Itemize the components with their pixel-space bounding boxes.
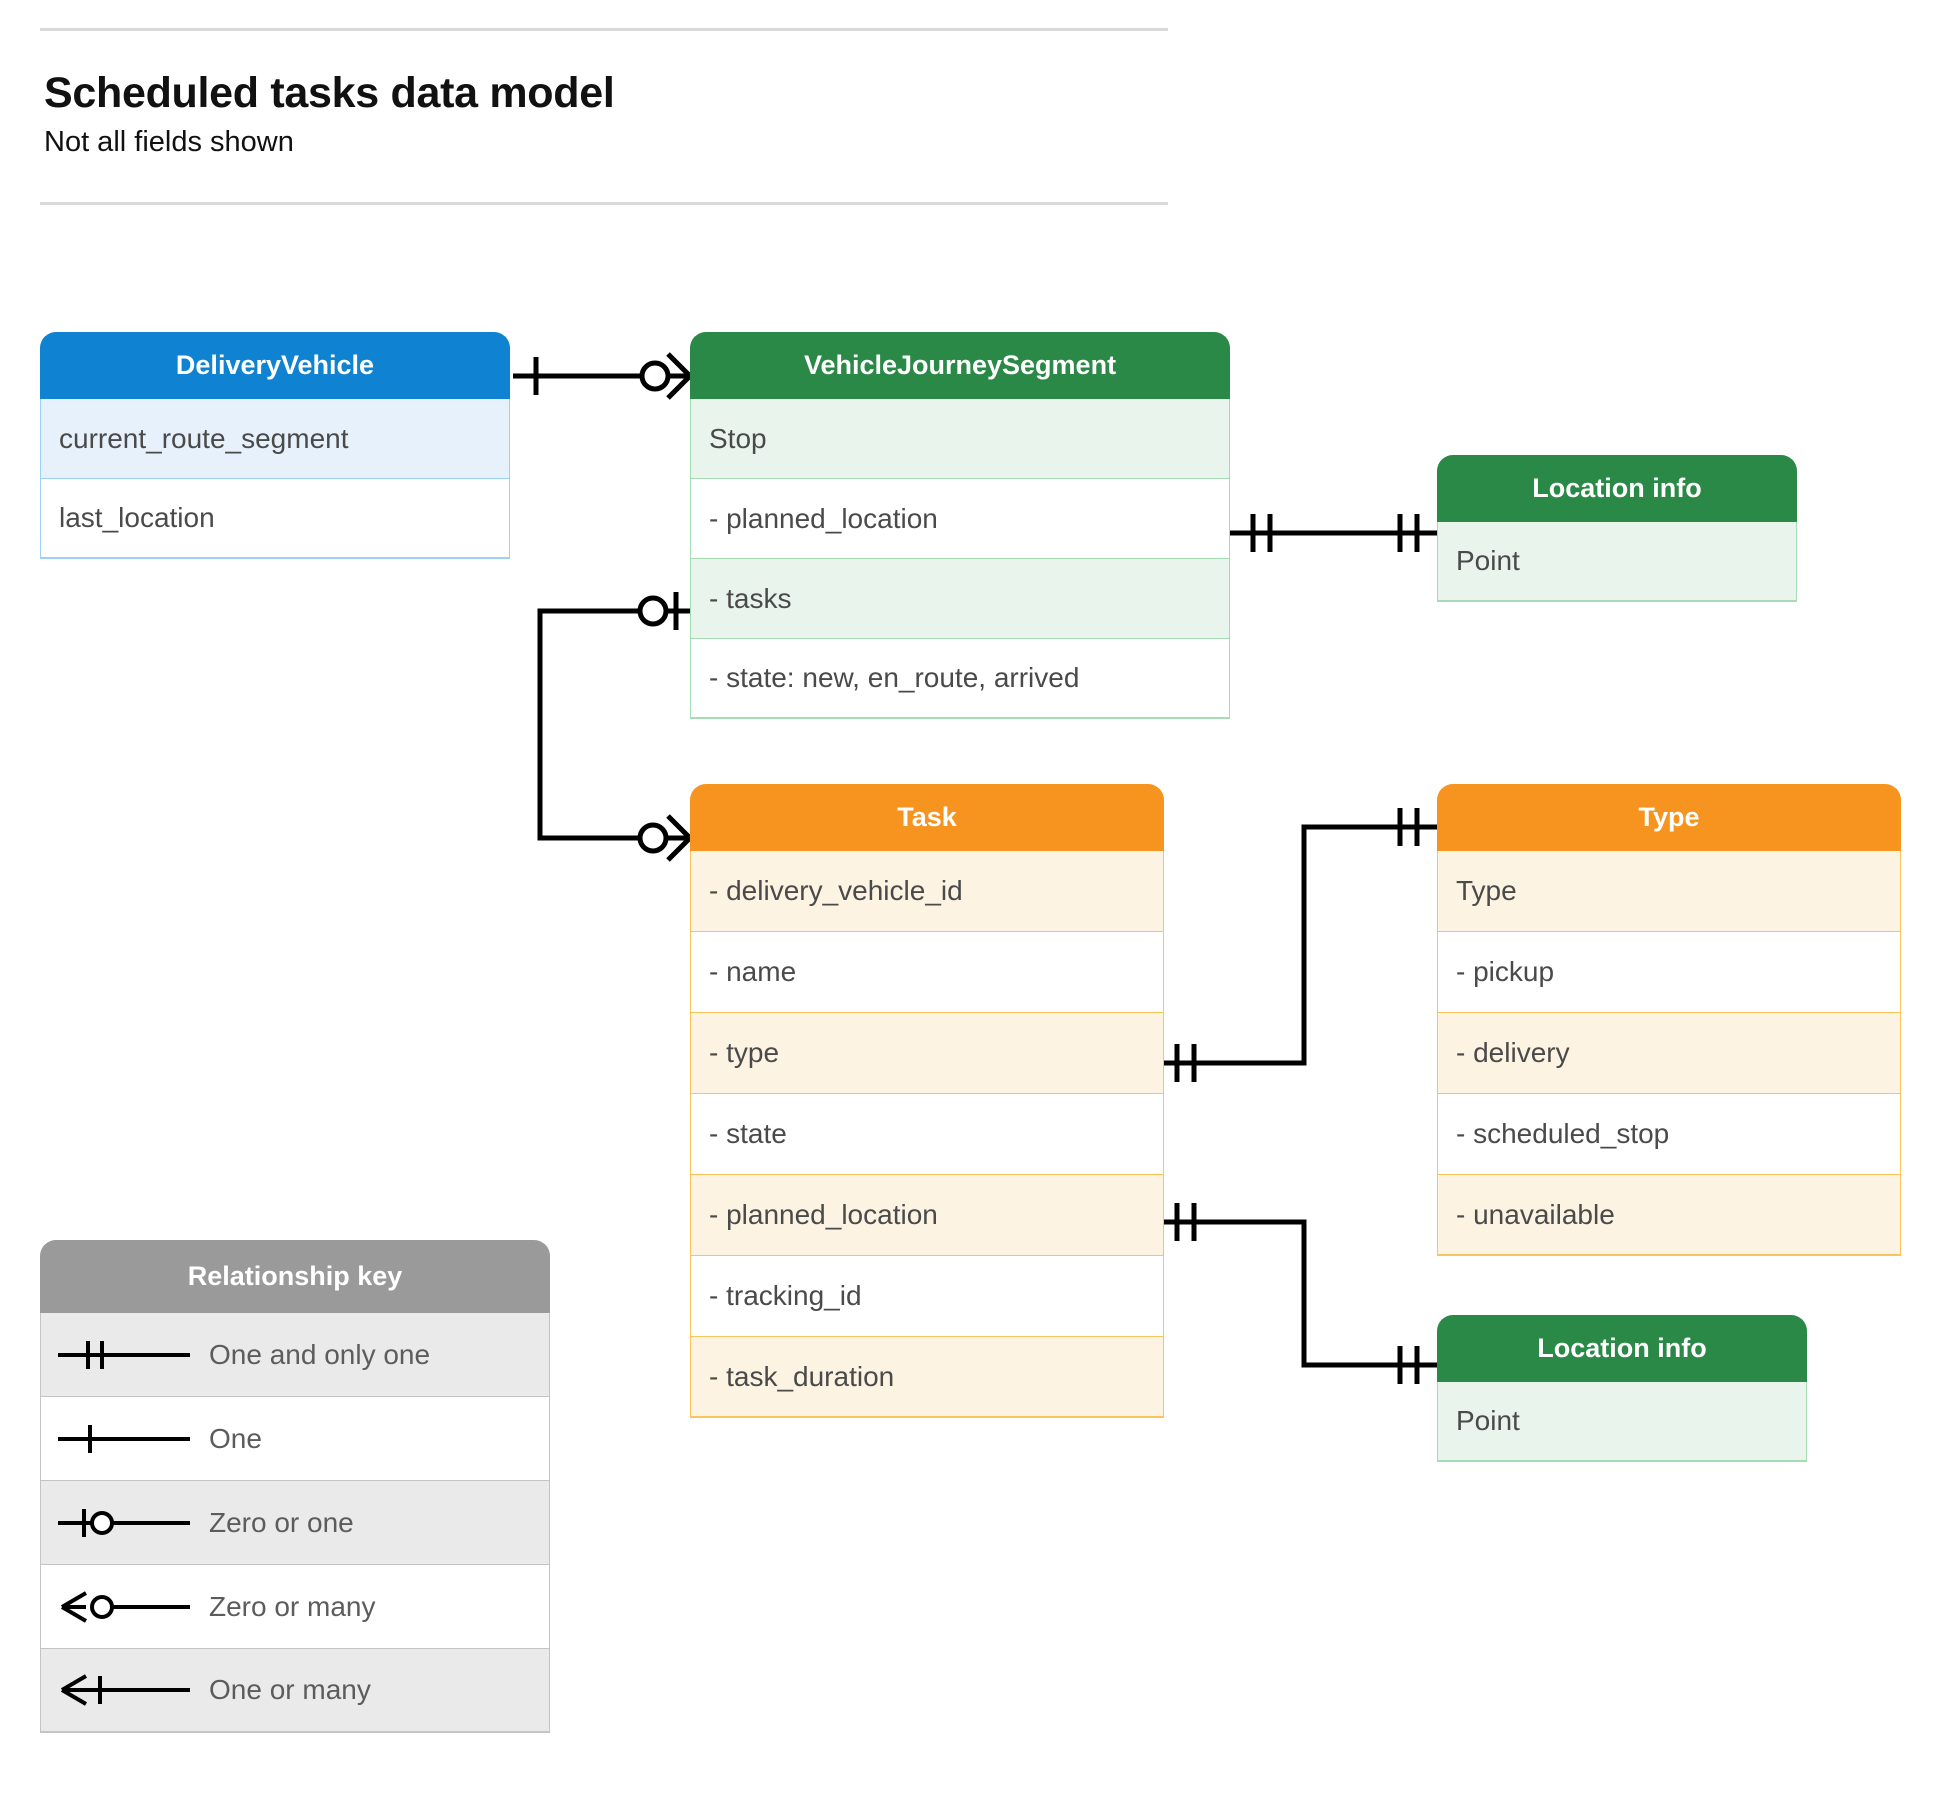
entity-row-vjs-state: - state: new, en_route, arrived xyxy=(690,639,1230,719)
header-spacer xyxy=(40,160,1168,202)
entity-row-task-planned-location: - planned_location xyxy=(690,1175,1164,1256)
entity-row-location-info-top-point: Point xyxy=(1437,522,1797,602)
one-or-many-icon xyxy=(41,1670,209,1710)
entity-row-vjs-tasks: - tasks xyxy=(690,559,1230,639)
page-subtitle: Not all fields shown xyxy=(44,126,294,159)
entity-title-type: Type xyxy=(1437,784,1901,851)
legend-label-one-and-only-one: One and only one xyxy=(209,1338,431,1370)
legend-item-zero-or-one: Zero or one xyxy=(40,1481,550,1565)
header-bottom-rule xyxy=(40,201,1168,205)
relationship-deliveryvehicle-to-vehiclejourneysegment xyxy=(513,352,692,400)
entity-row-type-unavailable: - unavailable xyxy=(1437,1175,1901,1256)
relationship-key-legend[interactable]: Relationship key One and only one One xyxy=(40,1240,550,1733)
legend-label-zero-or-many: Zero or many xyxy=(209,1590,376,1622)
entity-row-task-task-duration: - task_duration xyxy=(690,1337,1164,1418)
entity-row-current-route-segment: current_route_segment xyxy=(40,399,510,479)
relationship-vjs-plannedlocation-to-locationinfo xyxy=(1230,514,1437,552)
entity-title-delivery-vehicle: DeliveryVehicle xyxy=(40,332,510,399)
entity-title-location-info-bottom: Location info xyxy=(1437,1315,1807,1382)
zero-or-one-icon xyxy=(41,1503,209,1543)
entity-row-type-scheduled-stop: - scheduled_stop xyxy=(1437,1094,1901,1175)
entity-row-location-info-bottom-point: Point xyxy=(1437,1382,1807,1462)
entity-task[interactable]: Task - delivery_vehicle_id - name - type… xyxy=(690,784,1164,1418)
entity-title-task: Task xyxy=(690,784,1164,851)
entity-row-type-delivery: - delivery xyxy=(1437,1013,1901,1094)
legend-item-zero-or-many: Zero or many xyxy=(40,1565,550,1649)
legend-label-one: One xyxy=(209,1422,262,1454)
relationship-vjs-tasks-to-task xyxy=(537,592,692,862)
legend-item-one: One xyxy=(40,1397,550,1481)
legend-label-one-or-many: One or many xyxy=(209,1674,371,1705)
entity-row-task-state: - state xyxy=(690,1094,1164,1175)
entity-location-info-bottom[interactable]: Location info Point xyxy=(1437,1315,1807,1462)
zero-or-many-icon xyxy=(41,1587,209,1627)
entity-title-location-info-top: Location info xyxy=(1437,455,1797,522)
entity-row-vjs-planned-location: - planned_location xyxy=(690,479,1230,559)
entity-row-task-name: - name xyxy=(690,932,1164,1013)
entity-delivery-vehicle[interactable]: DeliveryVehicle current_route_segment la… xyxy=(40,332,510,559)
relationship-task-type-to-type xyxy=(1163,808,1437,1082)
entity-vehicle-journey-segment[interactable]: VehicleJourneySegment Stop - planned_loc… xyxy=(690,332,1230,719)
entity-location-info-top[interactable]: Location info Point xyxy=(1437,455,1797,602)
entity-title-vehicle-journey-segment: VehicleJourneySegment xyxy=(690,332,1230,399)
entity-type[interactable]: Type Type - pickup - delivery - schedule… xyxy=(1437,784,1901,1256)
legend-title: Relationship key xyxy=(40,1240,550,1313)
entity-row-task-delivery-vehicle-id: - delivery_vehicle_id xyxy=(690,851,1164,932)
page-title: Scheduled tasks data model xyxy=(44,69,615,117)
legend-item-one-and-only-one: One and only one xyxy=(40,1313,550,1397)
legend-item-one-or-many: One or many xyxy=(40,1649,550,1733)
one-icon xyxy=(41,1419,209,1459)
entity-row-type-label: Type xyxy=(1437,851,1901,932)
header-block: Scheduled tasks data model Not all field… xyxy=(40,28,1168,205)
entity-row-type-pickup: - pickup xyxy=(1437,932,1901,1013)
entity-row-task-type: - type xyxy=(690,1013,1164,1094)
legend-label-zero-or-one: Zero or one xyxy=(209,1506,354,1538)
entity-row-stop: Stop xyxy=(690,399,1230,479)
relationship-task-plannedlocation-to-locationinfo xyxy=(1163,1203,1437,1384)
header-top-rule xyxy=(40,28,1168,31)
entity-row-last-location: last_location xyxy=(40,479,510,559)
entity-row-task-tracking-id: - tracking_id xyxy=(690,1256,1164,1337)
one-and-only-one-icon xyxy=(41,1335,209,1375)
